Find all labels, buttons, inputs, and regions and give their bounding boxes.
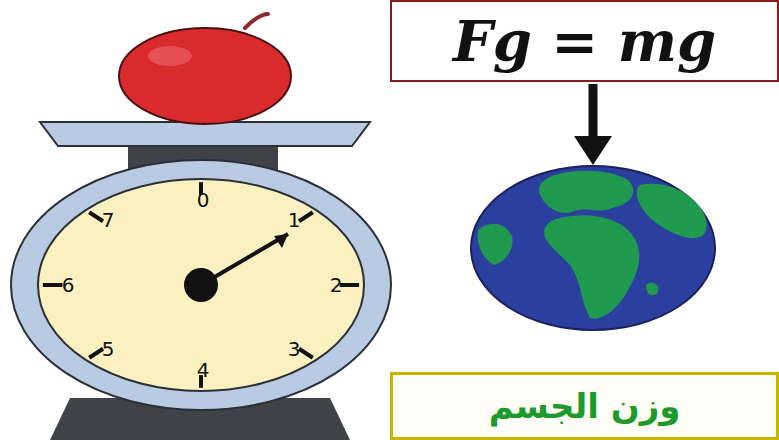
dial-number: 7: [102, 210, 115, 230]
apple-stem: [245, 14, 268, 28]
needle-tip: [274, 234, 288, 248]
force-arrow: [589, 84, 598, 140]
dial-number: 2: [330, 275, 343, 295]
dial-number: 6: [62, 275, 75, 295]
formula-box: Fg = mg: [390, 0, 779, 82]
node-text: وزن الجسم: [489, 386, 681, 426]
earth: [471, 166, 715, 330]
dial-number: 5: [102, 339, 115, 359]
caption-box: وزن الجسم: [390, 372, 779, 440]
continent-america: [478, 224, 513, 265]
dial-number: 1: [288, 210, 301, 230]
node-text: Fg = mg: [453, 8, 716, 74]
dial-ticks: [43, 182, 359, 388]
continent-asia: [637, 184, 707, 238]
dial-face: [38, 179, 364, 391]
apple-highlight: [148, 46, 192, 66]
needle-hub: [184, 268, 218, 302]
continent-africa: [544, 215, 639, 318]
dial-tick: [340, 283, 360, 287]
dial-number: 0: [197, 190, 210, 210]
force-arrow-head: [574, 136, 612, 165]
dial-tick: [43, 283, 63, 287]
dial-tick: [89, 349, 103, 358]
dial-number: 4: [197, 360, 210, 380]
dial-tick: [299, 349, 313, 358]
apple: [119, 28, 291, 124]
scale-pan: [40, 122, 370, 146]
island: [646, 283, 658, 296]
dial-number: 3: [288, 339, 301, 359]
continent-europe: [539, 171, 633, 213]
dial-tick: [89, 212, 103, 221]
dial-tick: [299, 212, 313, 221]
dial-ring: [11, 160, 391, 410]
